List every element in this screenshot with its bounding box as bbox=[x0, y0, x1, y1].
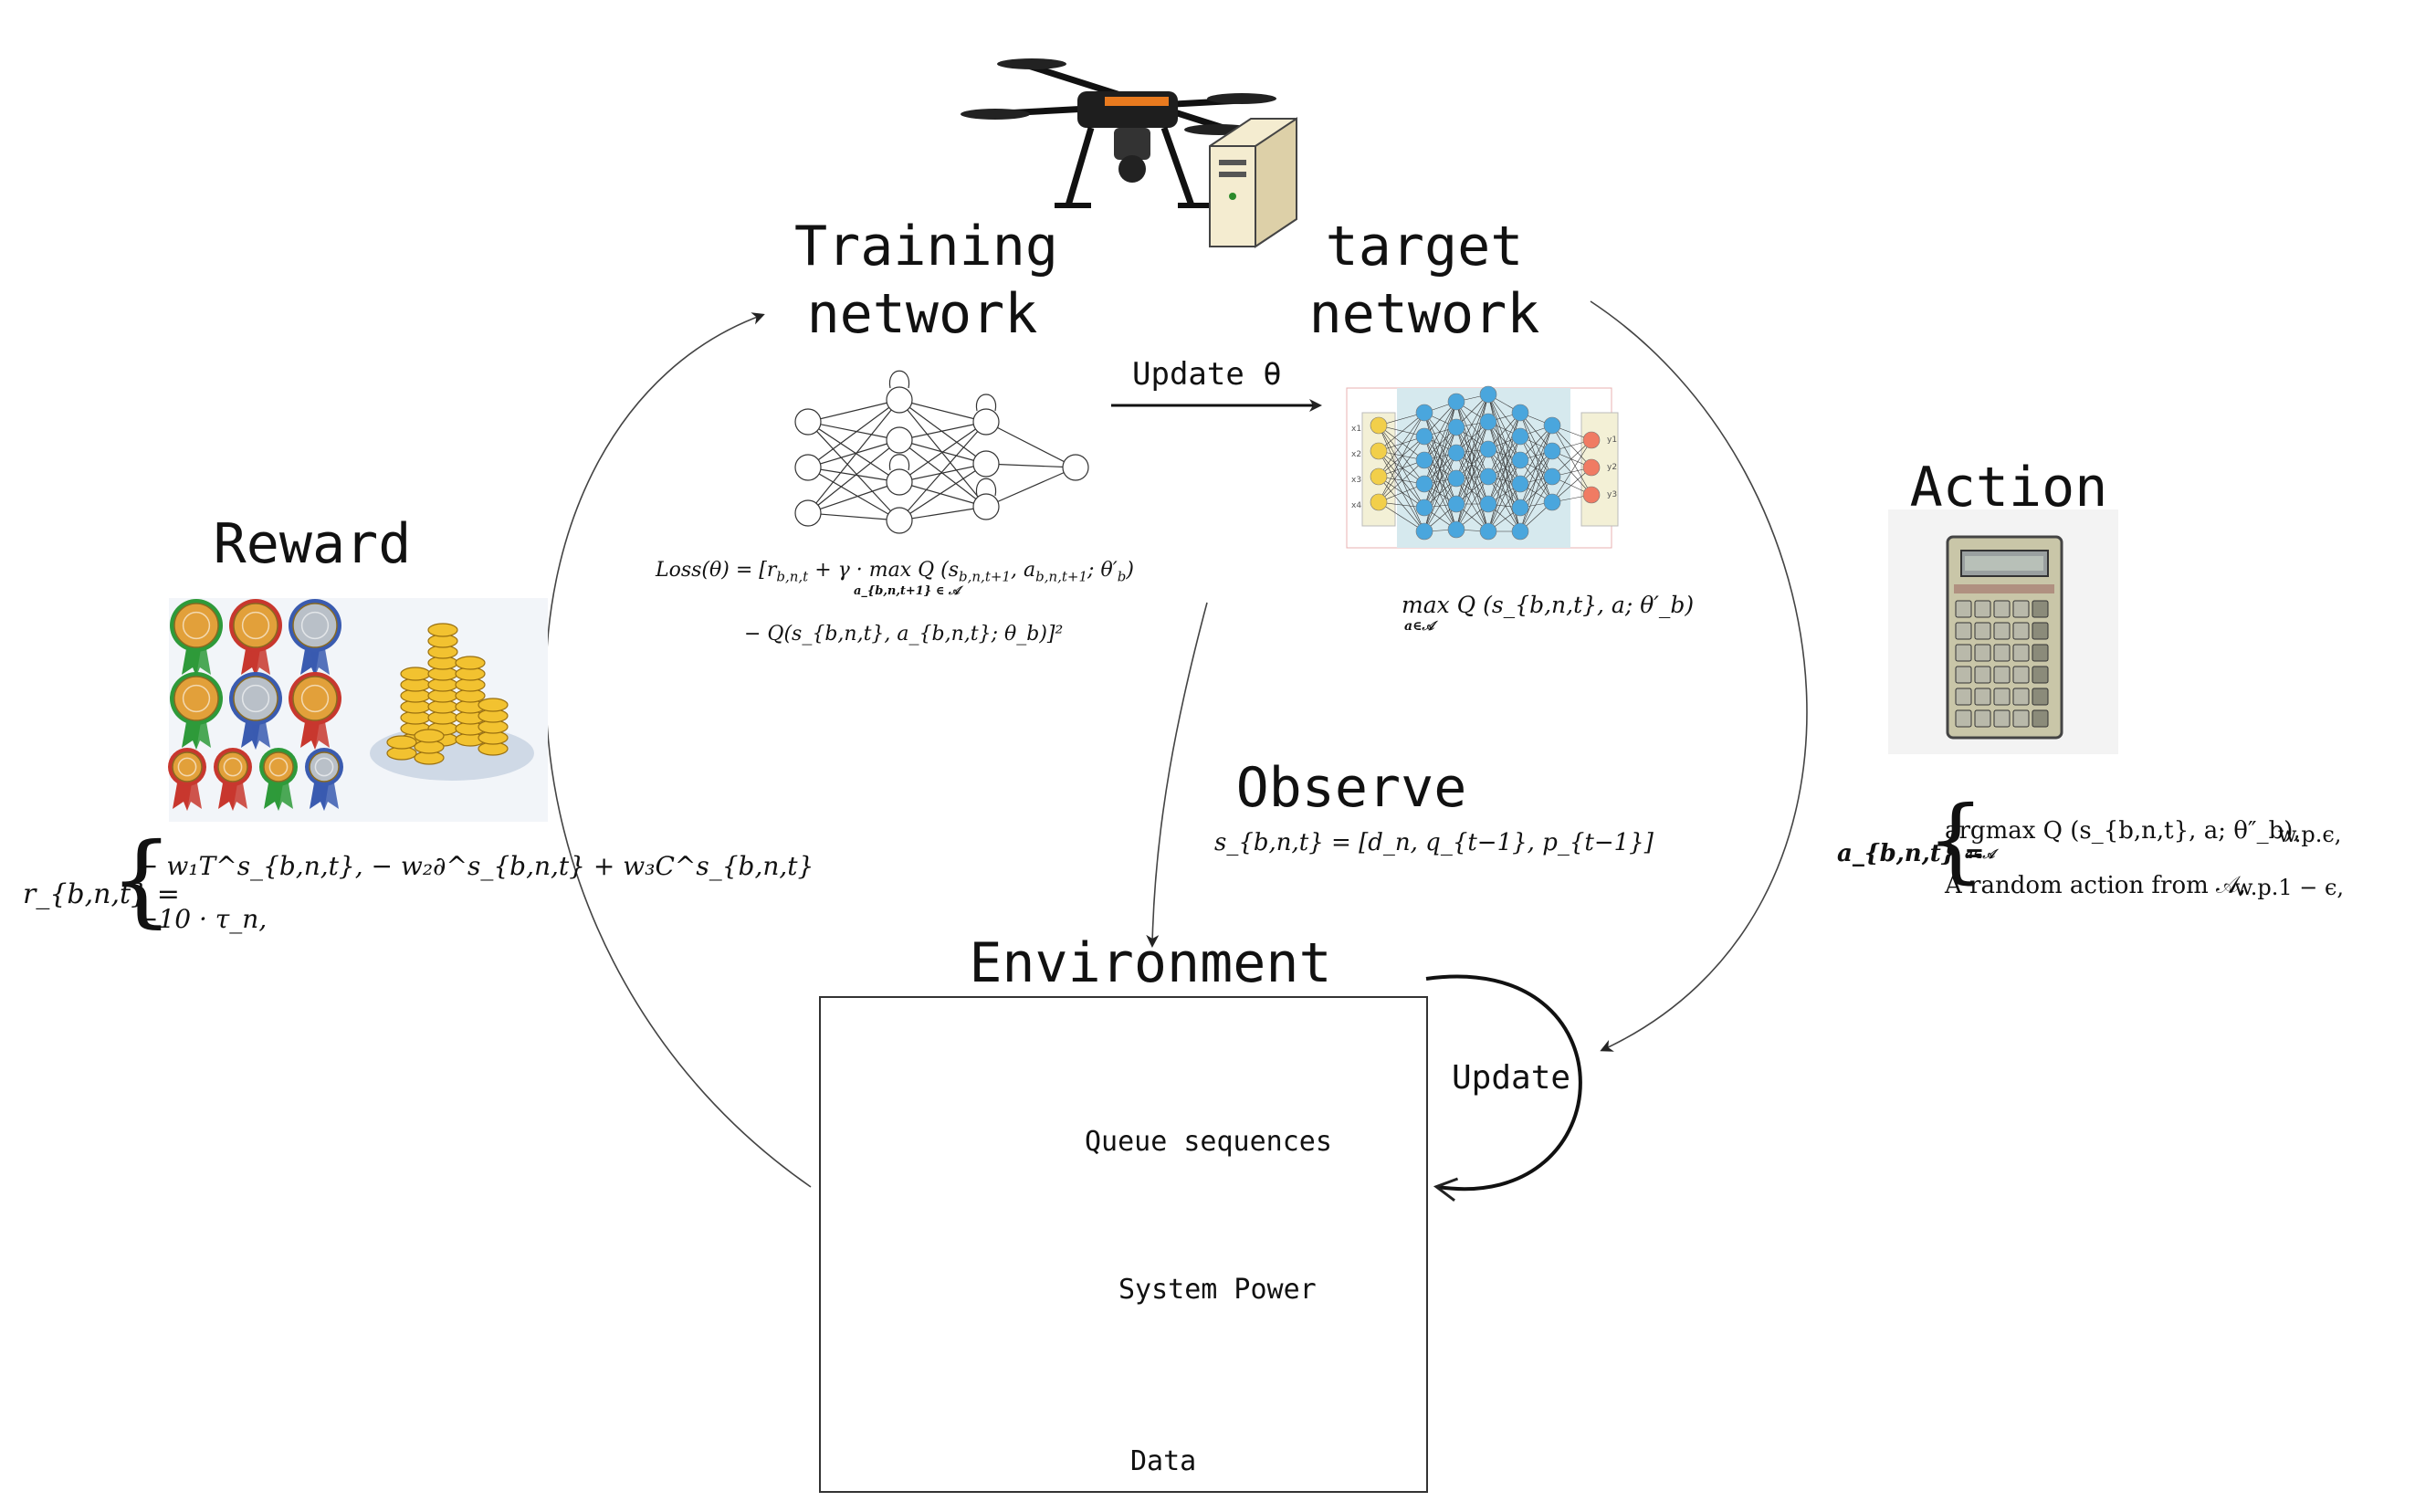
queue-sequences-label: Queue sequences bbox=[1085, 1126, 1332, 1158]
reward-label: Reward bbox=[213, 512, 412, 576]
environment-box bbox=[819, 996, 1428, 1493]
action-case-1-condition: w.p.ϵ, bbox=[2278, 822, 2342, 847]
action-lhs: a_{b,n,t} = bbox=[1837, 840, 1985, 867]
system-power-label: System Power bbox=[1118, 1274, 1317, 1306]
arrow-update-loop bbox=[1425, 974, 1582, 1202]
loss-equation-line1: Loss(θ) = [rb,n,t + γ · max Q (sb,n,t+1,… bbox=[656, 559, 1134, 585]
observe-equation: s_{b,n,t} = [d_n, q_{t−1}, p_{t−1}] bbox=[1214, 829, 1654, 856]
training-network-graph bbox=[794, 370, 1089, 534]
svg-text:x3: x3 bbox=[1351, 476, 1361, 485]
coins-icon bbox=[370, 623, 534, 781]
reward-case-2: −10 · τ_n, bbox=[137, 904, 268, 934]
svg-text:y2: y2 bbox=[1607, 463, 1617, 472]
action-case-1: argmax Q (s_{b,n,t}, a; θ″_b), bbox=[1945, 817, 2301, 845]
target-equation: max Q (s_{b,n,t}, a; θ′_b) bbox=[1402, 592, 1695, 618]
calculator-icon bbox=[1888, 509, 2118, 754]
loss-equation-line2: − Q(s_{b,n,t}, a_{b,n,t}; θ_b)]² bbox=[744, 623, 1064, 646]
update-theta-label: Update θ bbox=[1132, 356, 1282, 393]
loss-max-subscript: a_{b,n,t+1} ∈ 𝒜 bbox=[854, 584, 961, 598]
reward-case-1: − w₁T^s_{b,n,t}, − w₂∂^s_{b,n,t} + w₃C^s… bbox=[137, 851, 814, 881]
target-network-graph: x1 x2 x3 x4 y1 y2 y3 bbox=[1346, 385, 1619, 549]
arrow-target-to-env bbox=[1590, 300, 1808, 1052]
arrow-env-to-training bbox=[545, 312, 812, 1188]
environment-label: Environment bbox=[969, 931, 1332, 995]
arrow-observe-to-env bbox=[1146, 602, 1208, 948]
action-case-2-condition: w.p.1 − ϵ, bbox=[2234, 875, 2345, 900]
svg-text:x4: x4 bbox=[1351, 501, 1361, 510]
reward-lhs: r_{b,n,t} = bbox=[23, 878, 180, 910]
data-label: Data bbox=[1130, 1445, 1197, 1477]
observe-label: Observe bbox=[1235, 756, 1467, 820]
target-equation-subscript: a∈𝒜 bbox=[1404, 619, 1434, 634]
action-label: Action bbox=[1909, 456, 2108, 520]
svg-text:x1: x1 bbox=[1351, 425, 1361, 434]
svg-text:y1: y1 bbox=[1607, 436, 1617, 445]
action-case-2: A random action from 𝒜, bbox=[1945, 872, 2246, 899]
svg-text:x2: x2 bbox=[1351, 450, 1361, 459]
action-case-1-subscript: a∈𝒜 bbox=[1965, 847, 1995, 862]
reward-brace: { bbox=[110, 821, 173, 938]
server-icon bbox=[1209, 117, 1297, 248]
target-network-label: target network bbox=[1308, 215, 1540, 346]
svg-text:y3: y3 bbox=[1607, 490, 1617, 499]
action-brace: { bbox=[1927, 786, 1985, 893]
update-label: Update bbox=[1452, 1059, 1571, 1097]
training-network-label: Training network bbox=[794, 215, 1058, 346]
